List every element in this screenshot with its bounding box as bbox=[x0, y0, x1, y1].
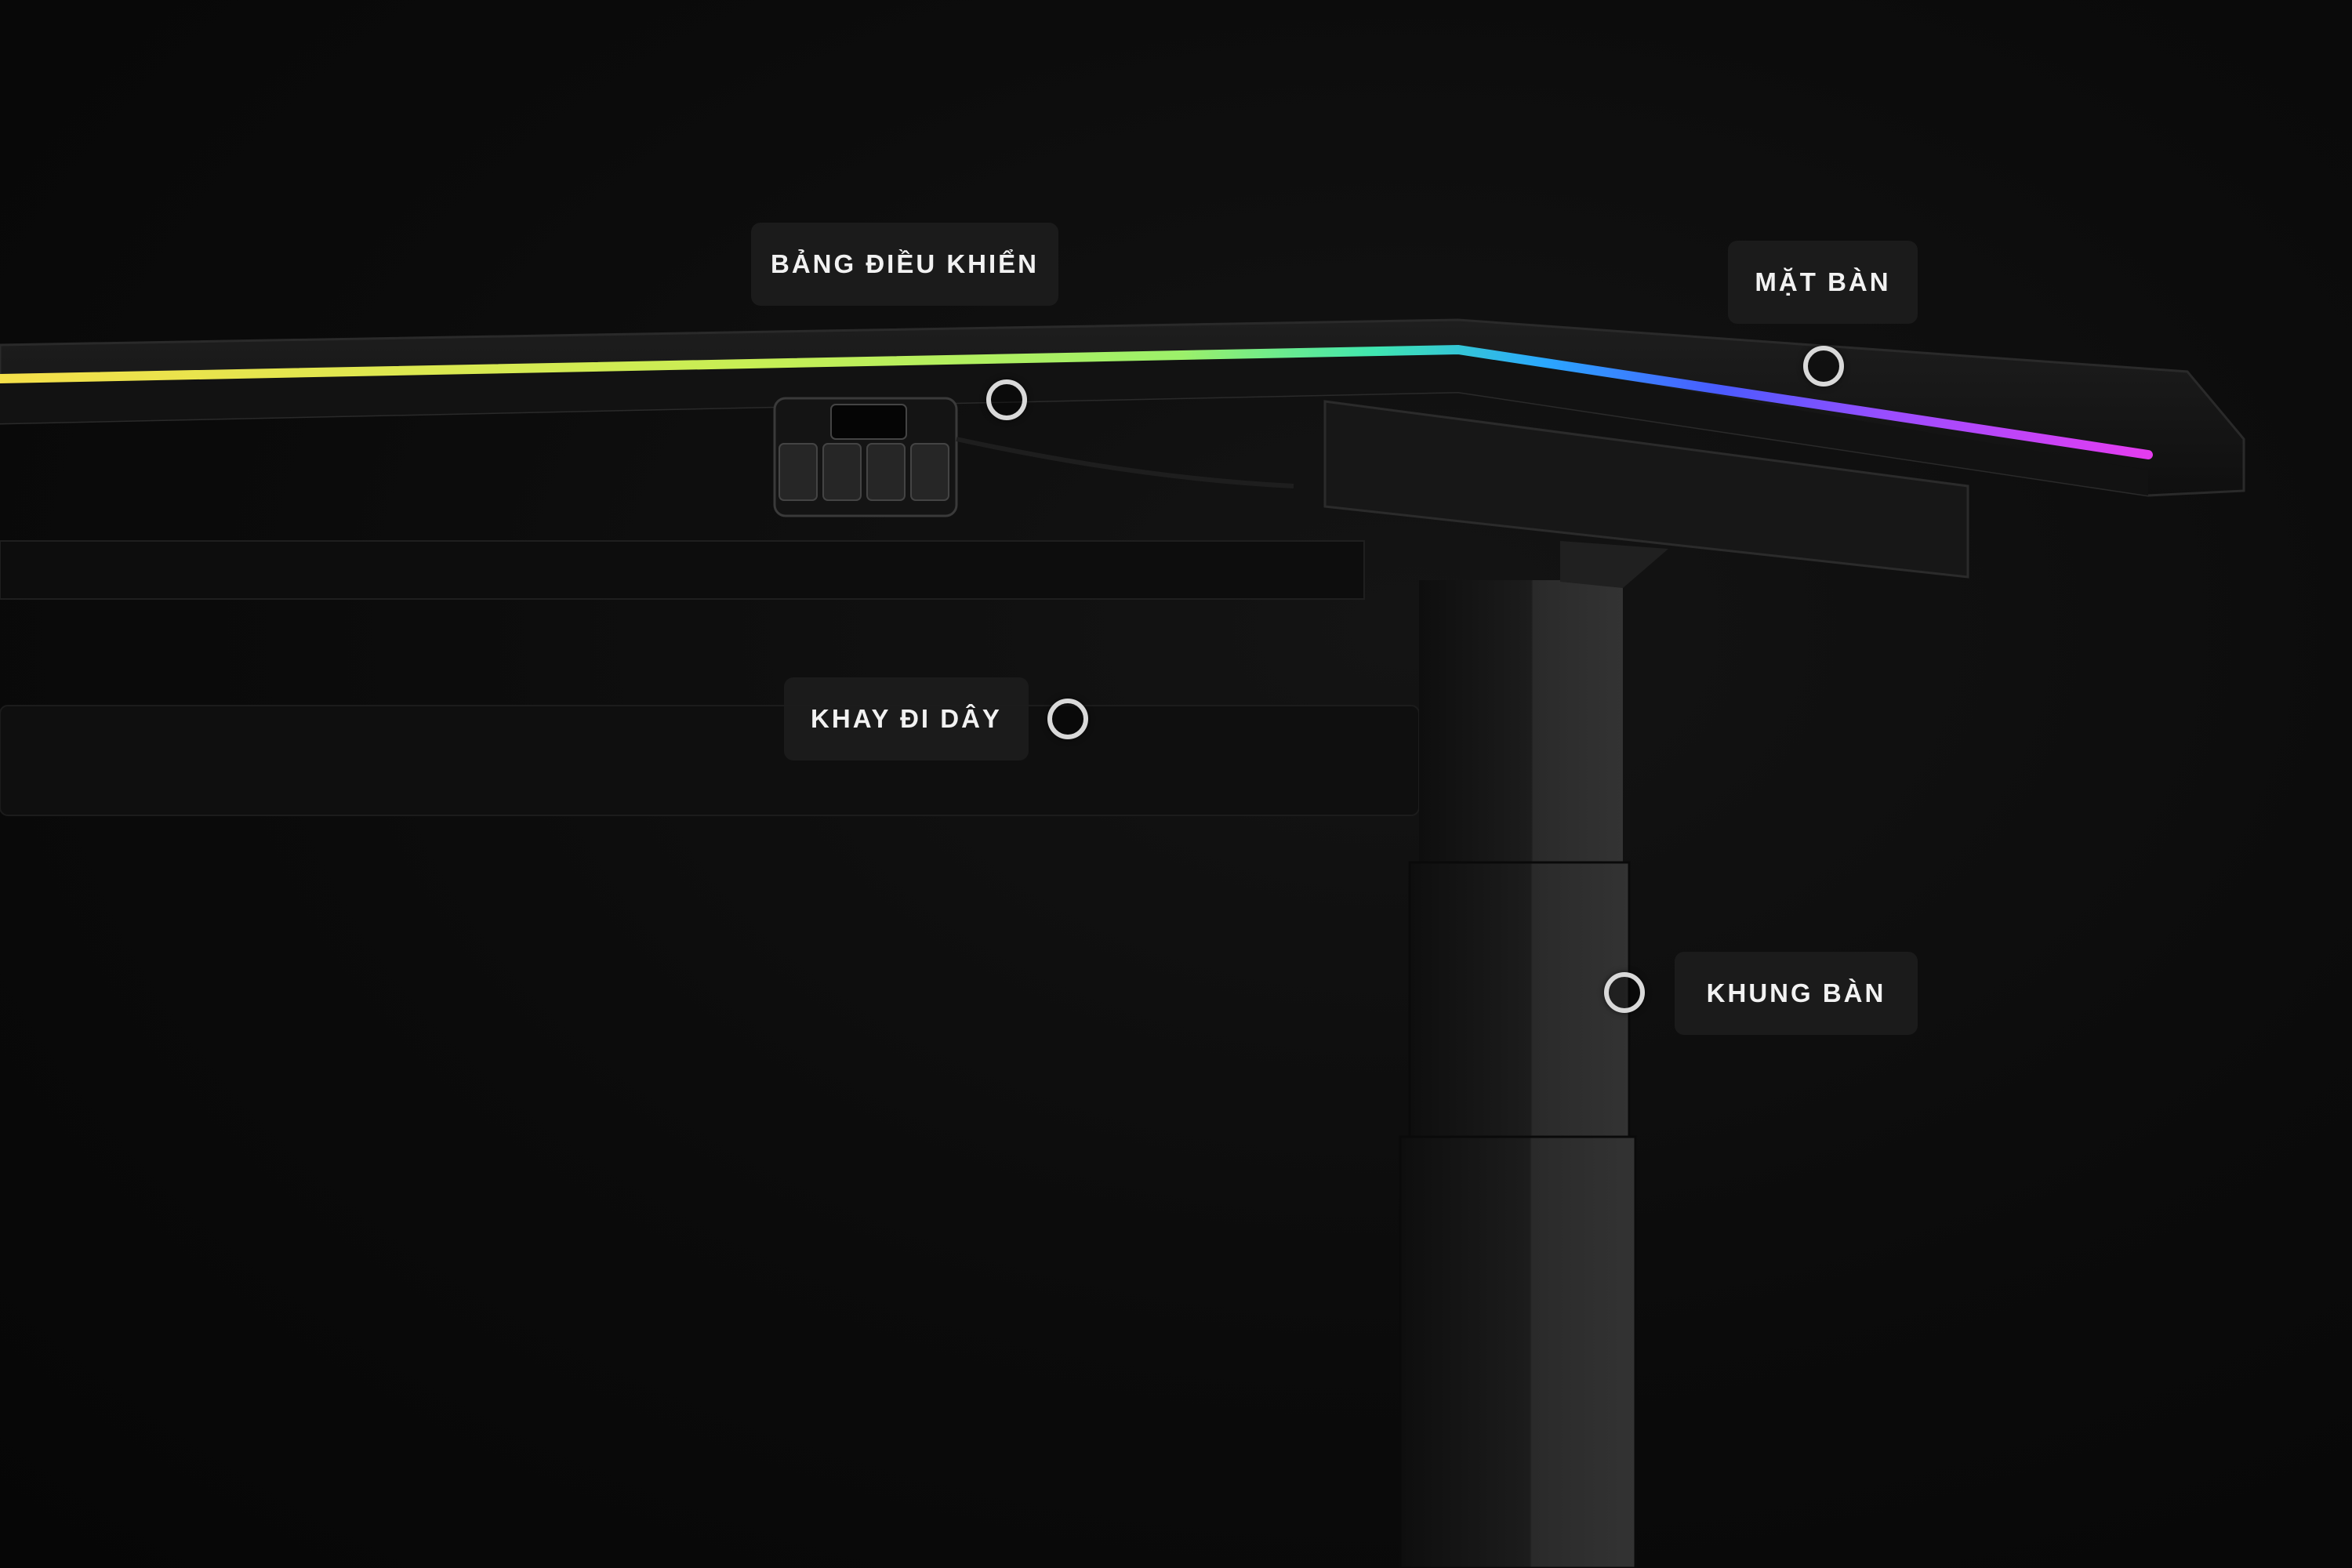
control-panel-label: BẢNG ĐIỀU KHIỂN bbox=[751, 223, 1058, 306]
desktop-hotspot-icon[interactable] bbox=[1803, 346, 1844, 387]
leg-mount bbox=[1560, 541, 1668, 588]
crossbeam-rear bbox=[0, 540, 1365, 600]
control-keypad bbox=[773, 397, 1294, 517]
leg-stage-middle bbox=[1408, 861, 1631, 1138]
desktop-label: MẶT BÀN bbox=[1728, 241, 1918, 324]
control-panel-hotspot-icon[interactable] bbox=[986, 379, 1027, 420]
led-strip bbox=[0, 344, 2153, 459]
cable-tray-label: KHAY ĐI DÂY bbox=[784, 677, 1029, 760]
crossbeam-lower bbox=[0, 705, 1420, 816]
cable-tray-hotspot-icon[interactable] bbox=[1047, 699, 1088, 739]
desk-top-edge bbox=[0, 351, 2148, 495]
frame-hotspot-icon[interactable] bbox=[1604, 972, 1645, 1013]
side-bracket bbox=[1323, 400, 1969, 579]
leg-stage-lower bbox=[1399, 1135, 1637, 1568]
frame-label: KHUNG BÀN bbox=[1675, 952, 1918, 1035]
leg-inner-top bbox=[1419, 580, 1623, 862]
